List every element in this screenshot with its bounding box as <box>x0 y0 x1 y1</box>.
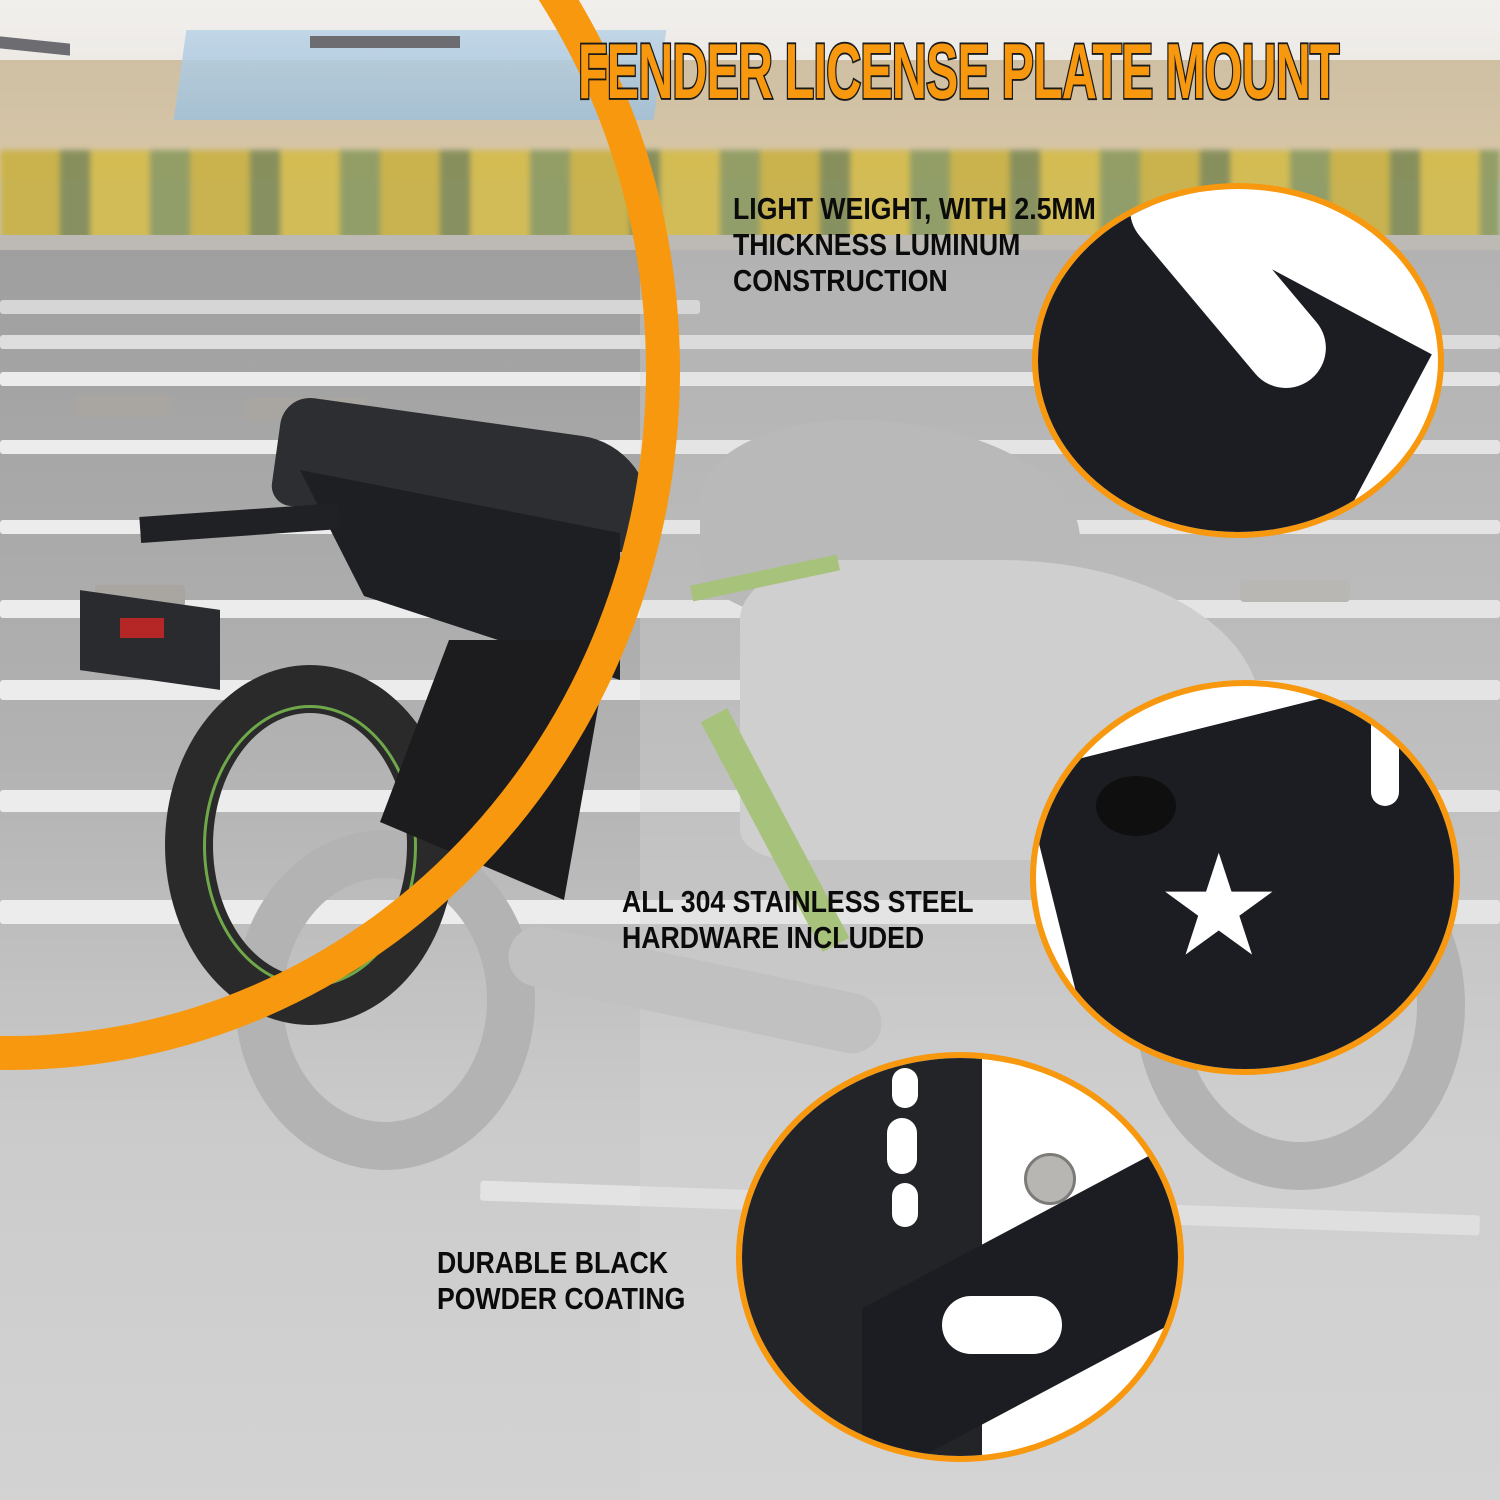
detail-circle-edge <box>1032 183 1444 538</box>
page-title: FENDER LICENSE PLATE MOUNT <box>577 27 1341 117</box>
feature-line: HARDWARE INCLUDED <box>622 920 925 955</box>
bracket-hole <box>892 1183 918 1227</box>
feature-lightweight: LIGHT WEIGHT, WITH 2.5MM THICKNESS LUMIN… <box>733 191 1096 299</box>
feature-line: DURABLE BLACK <box>437 1245 669 1280</box>
bracket-hole <box>887 1118 917 1174</box>
feature-line: ALL 304 STAINLESS STEEL <box>622 884 974 919</box>
feature-stainless-hardware: ALL 304 STAINLESS STEEL HARDWARE INCLUDE… <box>622 884 974 956</box>
parking-block <box>1240 580 1350 602</box>
bracket-hole <box>892 1068 918 1108</box>
feature-line: LIGHT WEIGHT, WITH 2.5MM <box>733 191 1096 226</box>
rubber-grommet <box>1096 776 1176 836</box>
feature-line: THICKNESS LUMINUM <box>733 227 1021 262</box>
star-logo-icon: ★ <box>1156 827 1282 984</box>
bracket-hole <box>942 1296 1062 1354</box>
feature-line: CONSTRUCTION <box>733 263 948 298</box>
detail-circle-logo: ★ <box>1030 680 1460 1075</box>
feature-line: POWDER COATING <box>437 1281 686 1316</box>
feature-powder-coating: DURABLE BLACK POWDER COATING <box>437 1245 685 1317</box>
stainless-bolt-icon <box>1024 1153 1076 1205</box>
detail-circle-hardware <box>736 1052 1184 1462</box>
mount-slot <box>1371 706 1399 806</box>
